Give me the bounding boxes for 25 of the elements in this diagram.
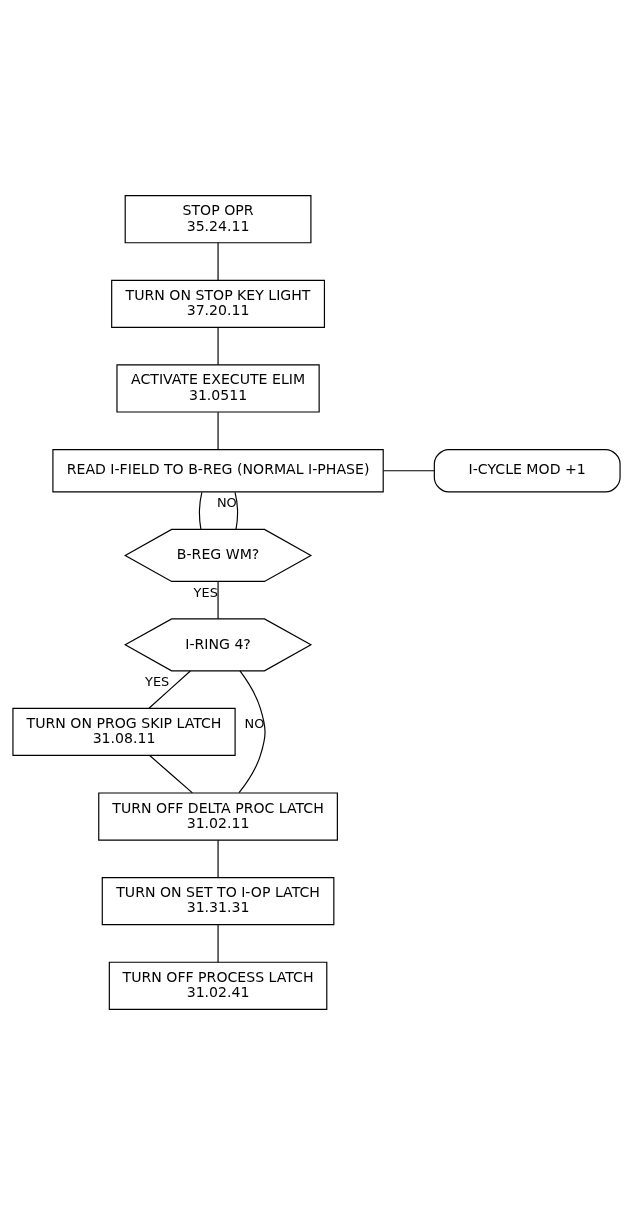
node-box: I-CYCLE MOD +1 bbox=[433, 449, 621, 493]
edge-label: NO bbox=[244, 715, 265, 731]
node-box: TURN ON STOP KEY LIGHT 37.20.11 bbox=[111, 279, 325, 328]
connector bbox=[217, 242, 219, 281]
connector bbox=[217, 581, 219, 620]
connector bbox=[148, 670, 191, 709]
node-box: ACTIVATE EXECUTE ELIM 31.0511 bbox=[116, 364, 320, 413]
connector bbox=[382, 470, 435, 472]
connector bbox=[217, 411, 219, 450]
connector bbox=[149, 754, 193, 794]
connector bbox=[198, 491, 203, 531]
node-box: TURN OFF PROCESS LATCH 31.02.41 bbox=[108, 961, 328, 1010]
connector bbox=[217, 326, 219, 366]
node-box: STOP OPR 35.24.11 bbox=[124, 195, 312, 244]
node-box: TURN ON PROG SKIP LATCH 31.08.11 bbox=[12, 707, 236, 756]
connector bbox=[234, 491, 239, 531]
edge-label: NO bbox=[216, 494, 237, 510]
edge-label: YES bbox=[145, 673, 170, 689]
node-box: TURN OFF DELTA PROC LATCH 31.02.11 bbox=[98, 792, 338, 841]
node-box: READ I-FIELD TO B-REG (NORMAL I-PHASE) bbox=[52, 449, 384, 493]
connector bbox=[217, 924, 219, 963]
node-box: TURN ON SET TO I-OP LATCH 31.31.31 bbox=[101, 877, 335, 926]
connector bbox=[238, 670, 266, 794]
connector bbox=[217, 839, 219, 879]
edge-label: YES bbox=[193, 584, 218, 600]
